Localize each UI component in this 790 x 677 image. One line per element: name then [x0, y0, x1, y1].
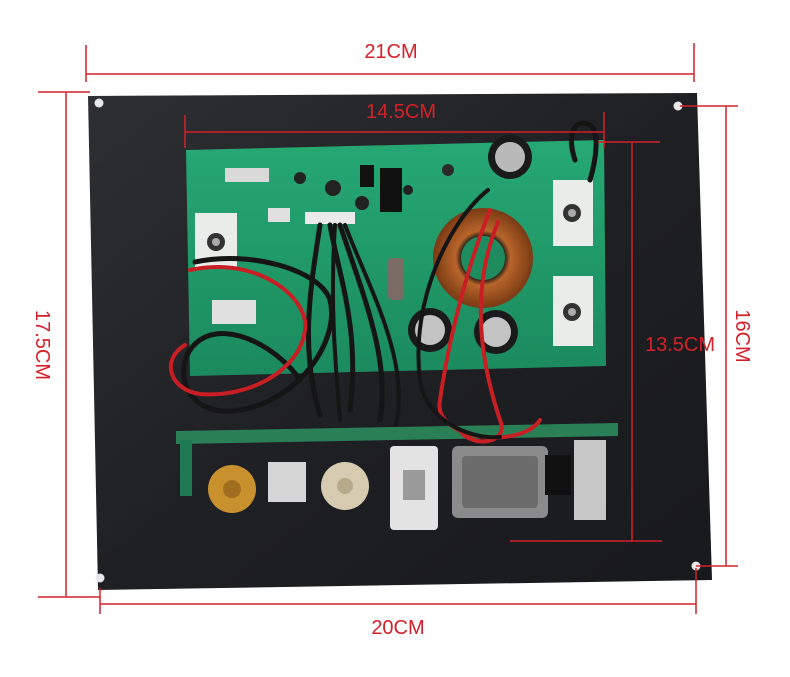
height-label-right: 16CM	[731, 309, 753, 362]
control-board	[176, 423, 618, 530]
dimension-lines	[38, 43, 738, 614]
width-label-top: 21CM	[364, 41, 417, 63]
ic-chip	[380, 168, 402, 212]
main-pcb	[186, 135, 606, 376]
ic-chip	[360, 165, 374, 187]
height-label-left: 17.5CM	[31, 310, 53, 380]
mount-hole	[673, 101, 683, 111]
pcb-width-label: 14.5CM	[366, 101, 436, 123]
mount-hole	[95, 573, 105, 583]
wires	[168, 120, 599, 444]
mount-hole	[94, 98, 104, 108]
width-label-bottom: 20CM	[371, 617, 424, 639]
pcb-height-label: 13.5CM	[645, 334, 715, 356]
